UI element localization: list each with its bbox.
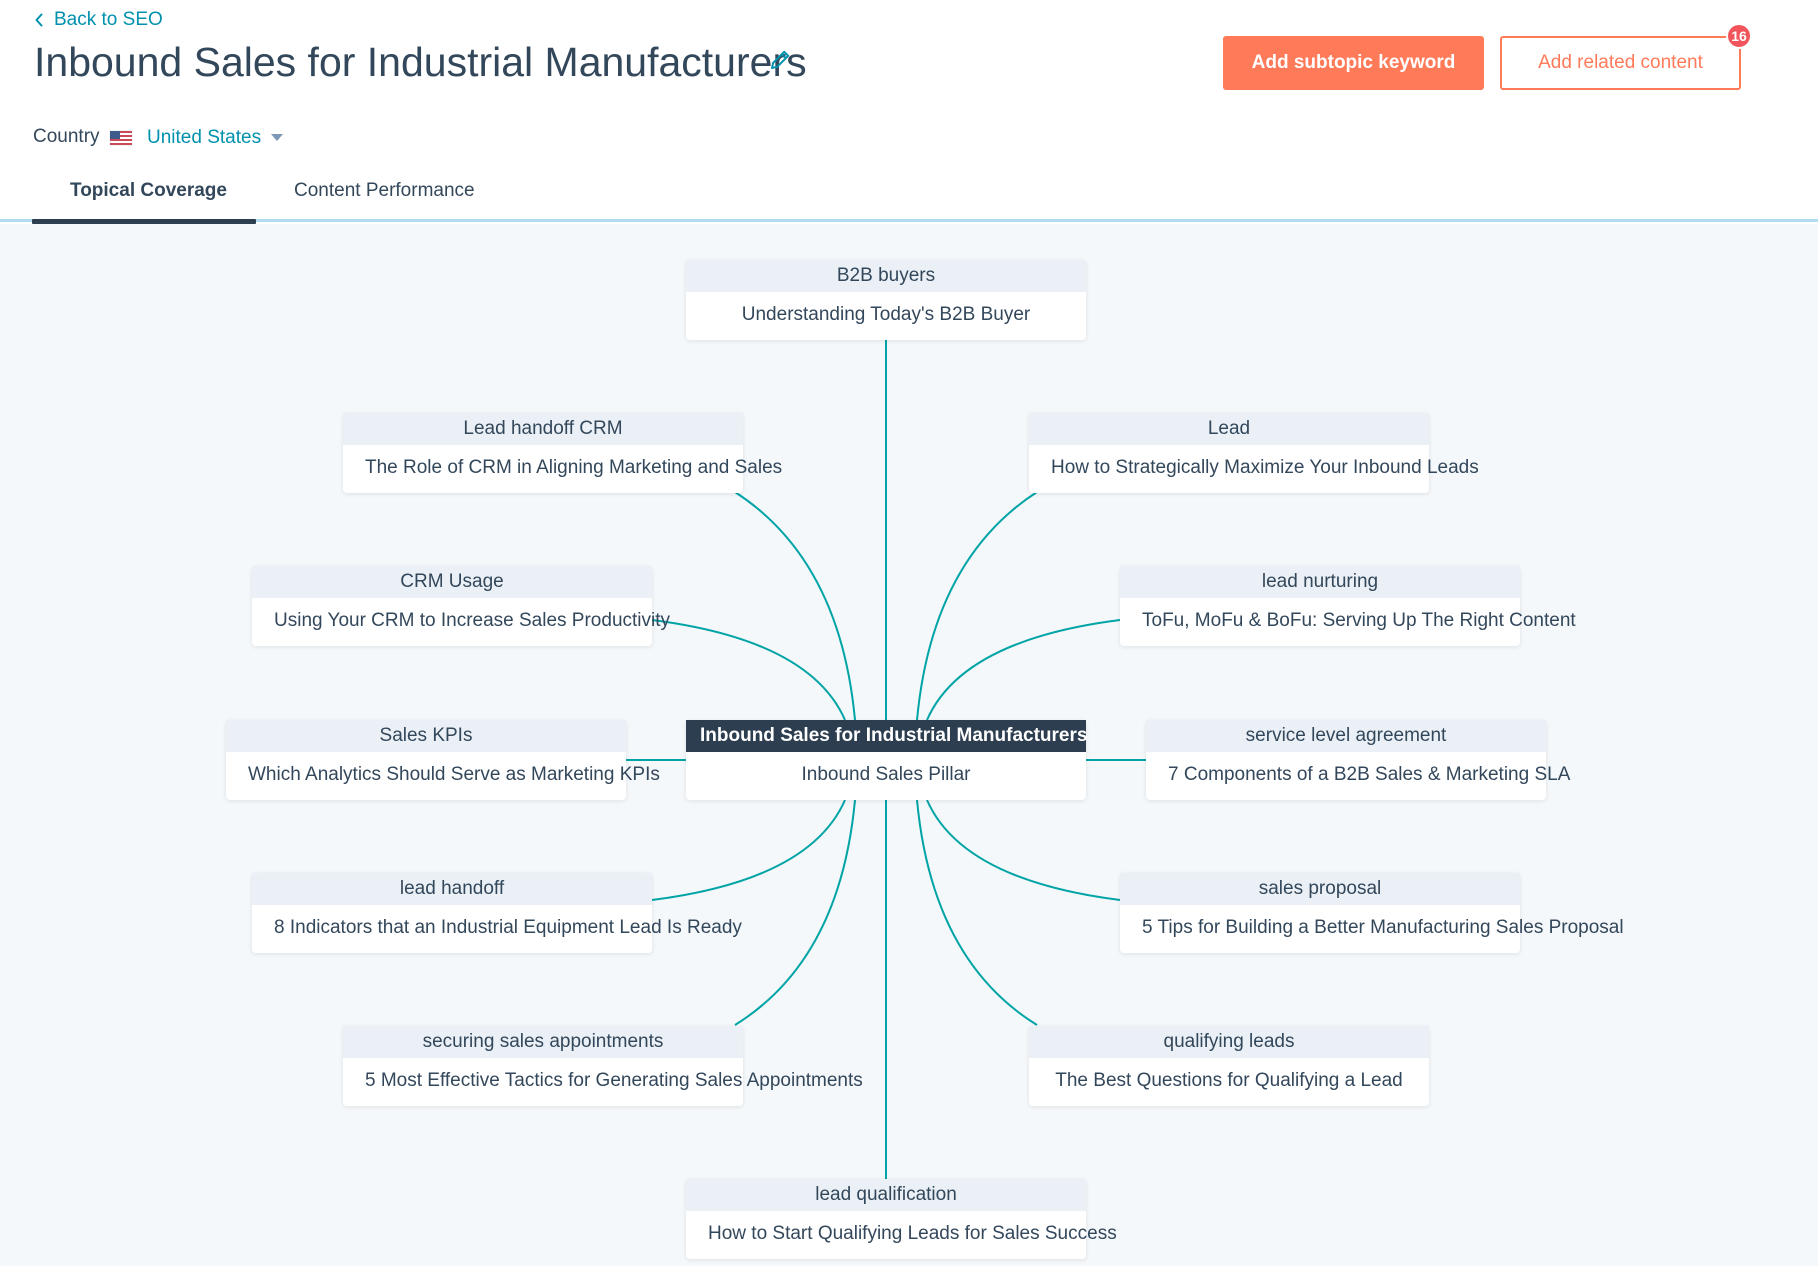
subtopic-keyword: securing sales appointments xyxy=(343,1026,743,1058)
subtopic-content-title: Using Your CRM to Increase Sales Product… xyxy=(274,610,671,631)
subtopic-content-title: How to Strategically Maximize Your Inbou… xyxy=(1051,457,1479,478)
related-content-count-badge: 16 xyxy=(1726,23,1752,49)
us-flag-icon xyxy=(109,130,133,146)
pillar-keyword: Inbound Sales for Industrial Manufacture… xyxy=(686,720,1087,752)
connector-lead-handoff-crm xyxy=(734,491,856,721)
subtopic-content-title: The Role of CRM in Aligning Marketing an… xyxy=(365,457,783,478)
connector-sales-proposal xyxy=(926,799,1121,901)
subtopic-keyword: B2B buyers xyxy=(686,260,1086,292)
subtopic-keyword: service level agreement xyxy=(1146,720,1546,752)
page-header: Back to SEO Inbound Sales for Industrial… xyxy=(0,0,1818,224)
subtopic-keyword: Lead xyxy=(1029,413,1429,445)
subtopic-keyword: qualifying leads xyxy=(1029,1026,1429,1058)
back-to-seo-link[interactable]: Back to SEO xyxy=(34,8,163,32)
back-link-label: Back to SEO xyxy=(54,9,163,30)
add-subtopic-keyword-button[interactable]: Add subtopic keyword xyxy=(1223,36,1484,90)
subtopic-card[interactable]: Sales KPIs Which Analytics Should Serve … xyxy=(226,720,660,800)
subtopic-content-title: 5 Tips for Building a Better Manufacturi… xyxy=(1142,917,1624,938)
tab-divider xyxy=(0,219,1818,222)
tab-topical-coverage[interactable]: Topical Coverage xyxy=(70,180,227,201)
subtopic-keyword: CRM Usage xyxy=(252,566,652,598)
subtopic-keyword: sales proposal xyxy=(1120,873,1520,905)
country-select[interactable]: United States xyxy=(147,127,284,149)
subtopic-card[interactable]: Lead handoff CRM The Role of CRM in Alig… xyxy=(343,413,783,493)
subtopic-card[interactable]: CRM Usage Using Your CRM to Increase Sal… xyxy=(252,566,671,646)
pillar-card[interactable]: Inbound Sales for Industrial Manufacture… xyxy=(686,720,1087,800)
subtopic-keyword: lead handoff xyxy=(252,873,652,905)
pillar-content-title: Inbound Sales Pillar xyxy=(801,764,971,785)
tab-content-performance[interactable]: Content Performance xyxy=(294,180,475,201)
subtopic-keyword: lead qualification xyxy=(686,1179,1086,1211)
subtopic-content-title: 7 Components of a B2B Sales & Marketing … xyxy=(1168,764,1571,785)
country-label: Country xyxy=(33,126,100,147)
subtopic-card[interactable]: securing sales appointments 5 Most Effec… xyxy=(343,1026,863,1106)
connector-lead-nurturing xyxy=(926,619,1121,721)
subtopic-keyword: Sales KPIs xyxy=(226,720,626,752)
caret-down-icon xyxy=(271,134,284,141)
subtopic-card[interactable]: lead qualification How to Start Qualifyi… xyxy=(686,1179,1117,1259)
subtopic-content-title: Which Analytics Should Serve as Marketin… xyxy=(248,764,660,785)
subtopic-content-title: Understanding Today's B2B Buyer xyxy=(741,304,1031,325)
subtopic-card[interactable]: B2B buyers Understanding Today's B2B Buy… xyxy=(686,260,1086,340)
country-select-value: United States xyxy=(147,127,262,148)
subtopic-card[interactable]: qualifying leads The Best Questions for … xyxy=(1029,1026,1429,1106)
subtopic-card[interactable]: lead handoff 8 Indicators that an Indust… xyxy=(252,873,742,953)
active-tab-indicator xyxy=(32,219,256,224)
subtopic-content-title: How to Start Qualifying Leads for Sales … xyxy=(708,1223,1117,1244)
add-related-content-button[interactable]: Add related content xyxy=(1500,36,1741,90)
pencil-edit-icon[interactable] xyxy=(768,48,792,72)
subtopic-content-title: 8 Indicators that an Industrial Equipmen… xyxy=(274,917,742,938)
connector-lead xyxy=(916,491,1038,721)
subtopic-content-title: 5 Most Effective Tactics for Generating … xyxy=(365,1070,863,1091)
subtopic-content-title: The Best Questions for Qualifying a Lead xyxy=(1055,1070,1403,1091)
page-title: Inbound Sales for Industrial Manufacture… xyxy=(34,39,807,85)
subtopic-card[interactable]: sales proposal 5 Tips for Building a Bet… xyxy=(1120,873,1624,953)
connector-securing-sales-appointments xyxy=(734,799,856,1026)
connector-crm-usage xyxy=(651,619,846,721)
subtopic-content-title: ToFu, MoFu & BoFu: Serving Up The Right … xyxy=(1142,610,1576,631)
connector-lead-handoff xyxy=(651,799,846,901)
connector-qualifying-leads xyxy=(916,799,1038,1026)
subtopic-card[interactable]: Lead How to Strategically Maximize Your … xyxy=(1029,413,1479,493)
chevron-left-icon xyxy=(35,13,43,27)
subtopic-keyword: lead nurturing xyxy=(1120,566,1520,598)
subtopic-keyword: Lead handoff CRM xyxy=(343,413,743,445)
subtopic-card[interactable]: service level agreement 7 Components of … xyxy=(1146,720,1571,800)
subtopic-card[interactable]: lead nurturing ToFu, MoFu & BoFu: Servin… xyxy=(1120,566,1576,646)
